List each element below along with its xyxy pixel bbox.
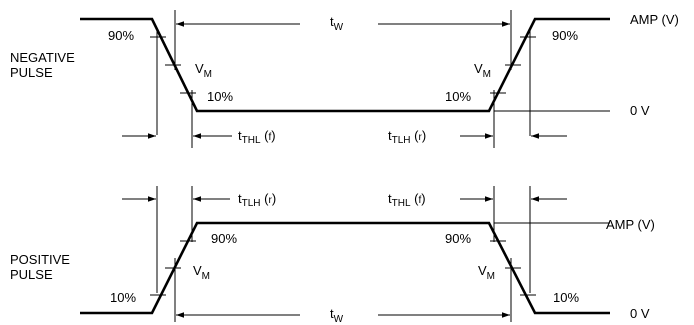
pos-vm-left-label: VM — [193, 263, 210, 282]
pos-pct-90-right: 90% — [445, 231, 471, 246]
negative-pulse-label-line2: PULSE — [10, 65, 53, 80]
positive-pulse-waveform — [80, 221, 610, 315]
negative-pulse-group: NEGATIVE PULSE 90% 90% 10% 10% VM VM tW … — [10, 10, 679, 148]
pos-tthl-label: tTHL (f) — [388, 191, 426, 209]
negative-pulse-waveform — [80, 17, 610, 113]
pos-zero-level-label: 0 V — [630, 306, 650, 321]
pos-amp-level-label: AMP (V) — [606, 217, 655, 232]
neg-vm-right-label: VM — [474, 61, 491, 80]
negative-pulse-label-line1: NEGATIVE — [10, 50, 75, 65]
pos-pct-10-left: 10% — [110, 290, 136, 305]
neg-zero-level-label: 0 V — [630, 103, 650, 118]
positive-pulse-group: POSITIVE PULSE 10% 10% 90% 90% VM VM tTL… — [10, 186, 655, 325]
neg-pct-10-left: 10% — [207, 89, 233, 104]
positive-pulse-label-line2: PULSE — [10, 267, 53, 282]
neg-pct-90-right: 90% — [552, 28, 578, 43]
pos-pct-10-right: 10% — [553, 290, 579, 305]
neg-pct-90-left: 90% — [108, 28, 134, 43]
neg-amp-level-label: AMP (V) — [630, 12, 679, 27]
pos-tw-label: tW — [330, 306, 344, 325]
pos-pct-90-left: 90% — [211, 231, 237, 246]
neg-ttlh-label: tTLH (r) — [388, 128, 426, 146]
neg-tthl-label: tTHL (f) — [238, 128, 276, 146]
neg-tw-label: tW — [330, 14, 344, 33]
pos-vm-right-label: VM — [478, 263, 495, 282]
pos-ttlh-label: tTLH (r) — [238, 191, 276, 209]
neg-vm-left-label: VM — [195, 61, 212, 80]
neg-pct-10-right: 10% — [445, 89, 471, 104]
positive-pulse-label-line1: POSITIVE — [10, 252, 70, 267]
